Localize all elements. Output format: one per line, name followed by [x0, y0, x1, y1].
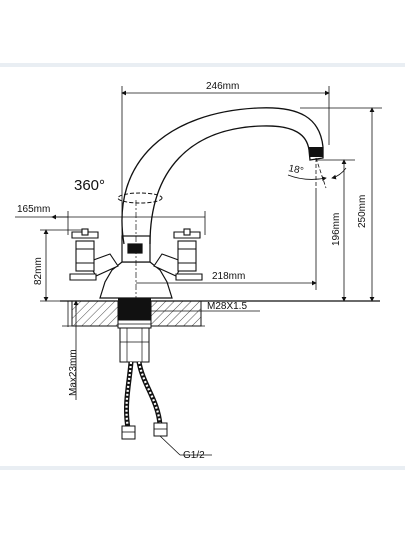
- dim-spout-reach-label: 218mm: [212, 271, 245, 282]
- hose-connector-label: G1/2: [183, 450, 205, 461]
- dim-left-reach-label: 165mm: [17, 204, 50, 215]
- right-handle: [153, 228, 203, 281]
- spout-tilt-indicator: [287, 157, 347, 190]
- dimension-spout-clearance: [316, 159, 355, 302]
- countertop: [60, 300, 380, 327]
- left-handle: [69, 228, 119, 281]
- hose-connector-callout: [159, 435, 212, 456]
- dimension-top-width: [121, 86, 330, 238]
- dim-total-height-label: 250mm: [357, 195, 368, 228]
- dimension-handle-height: [40, 229, 82, 302]
- dimension-max-thickness: [62, 300, 118, 400]
- max-thickness-label: Max23mm: [68, 349, 79, 396]
- bottom-frame-band: [0, 466, 405, 470]
- thread-callout: [151, 310, 260, 327]
- spout-tilt-label: 18°: [287, 163, 304, 177]
- spout: [121, 107, 324, 245]
- mounting-nut: [117, 298, 152, 363]
- dimension-spout-reach: [136, 190, 317, 290]
- dimension-left-reach: [15, 211, 206, 235]
- thread-label: M28X1.5: [207, 301, 247, 312]
- dimension-total-height: [300, 107, 382, 302]
- dim-top-width-label: 246mm: [206, 81, 239, 92]
- top-frame-band: [0, 63, 405, 67]
- flexible-hoses: [121, 361, 168, 440]
- dim-spout-clearance-label: 196mm: [331, 213, 342, 246]
- swivel-angle-label: 360°: [74, 177, 105, 194]
- dim-handle-height-label: 82mm: [33, 257, 44, 285]
- swivel-ellipse: [117, 192, 163, 204]
